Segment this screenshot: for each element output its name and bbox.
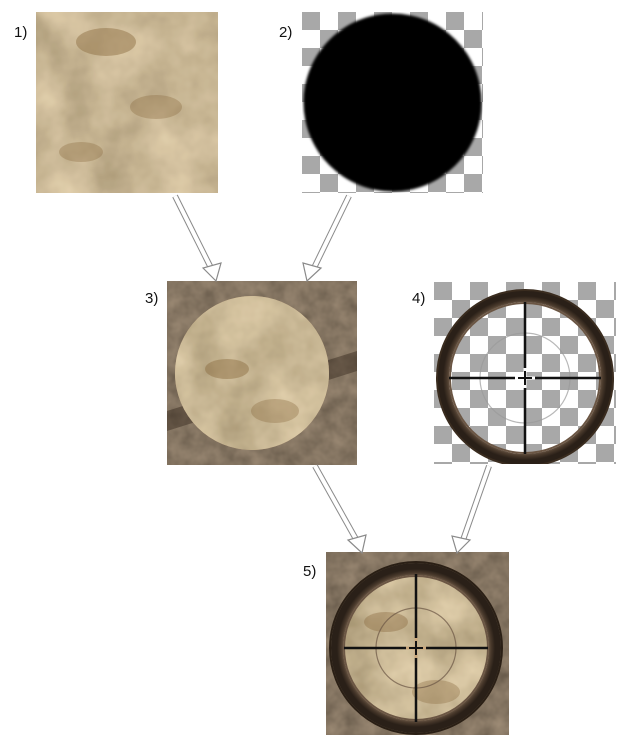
arrow-2-to-3: [302, 194, 352, 283]
step-2-label: 2): [279, 24, 293, 41]
arrow-1-to-3: [172, 194, 222, 283]
circle-mask-image: [302, 12, 483, 193]
scope-overlay-image: [434, 282, 616, 464]
step-5-label: 5): [303, 563, 317, 580]
masked-texture-image: [167, 281, 357, 465]
step-1-label: 1): [14, 24, 28, 41]
arrow-4-to-5: [451, 465, 492, 555]
step-4-label: 4): [412, 290, 426, 307]
arrow-3-to-5: [312, 464, 367, 555]
final-composite-image: [326, 552, 509, 735]
step-3-label: 3): [145, 290, 159, 307]
noise-texture-image: [36, 12, 218, 193]
